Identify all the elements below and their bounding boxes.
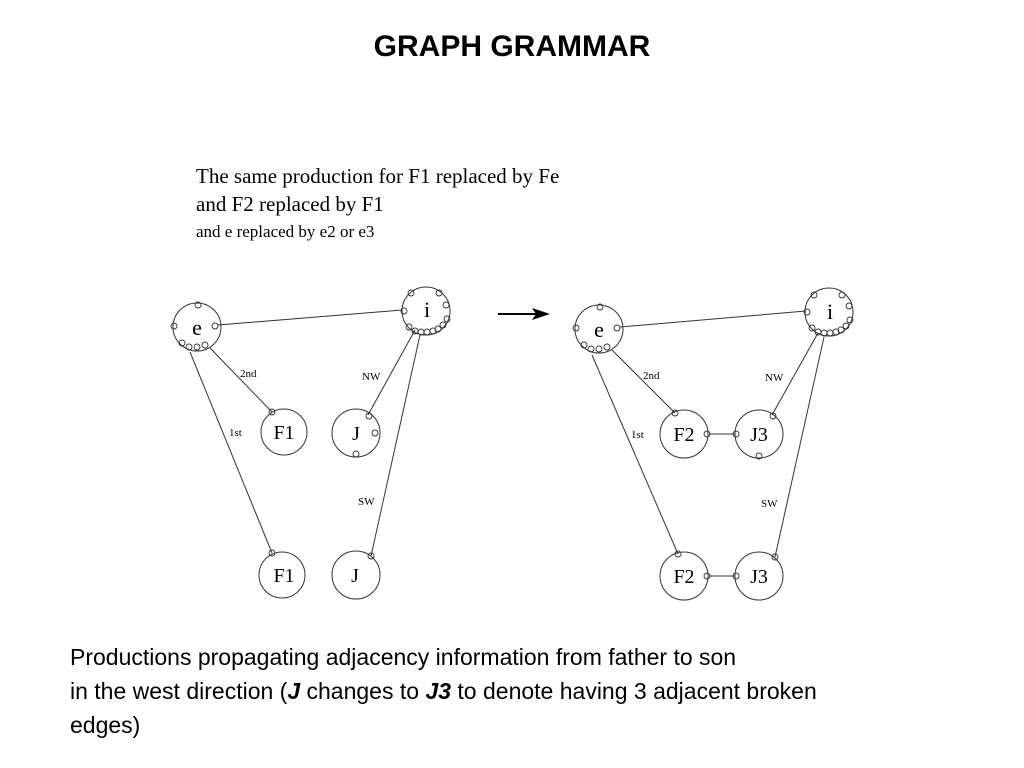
explanation-line-2: in the west direction (J changes to J3 t…	[70, 674, 1010, 708]
left-node-e-label: e	[192, 315, 202, 340]
right-graph	[572, 287, 854, 601]
caption-line-1: The same production for F1 replaced by F…	[196, 164, 560, 188]
right-node-j3-top-label: J3	[750, 424, 768, 446]
diagram-caption: The same production for F1 replaced by F…	[196, 162, 559, 246]
right-node-f2-top-label: F2	[673, 424, 694, 446]
explanation-text: Productions propagating adjacency inform…	[70, 640, 1010, 742]
left-node-e-circle	[172, 302, 222, 352]
production-arrow	[498, 308, 550, 320]
right-edge-e-f2-bottom	[591, 354, 679, 555]
right-edge-label-nw: NW	[765, 372, 784, 384]
right-node-f2-top-circle	[659, 409, 709, 459]
slide-title: GRAPH GRAMMAR	[373, 30, 651, 63]
left-graph	[170, 286, 451, 600]
right-node-i-label: i	[827, 299, 833, 324]
left-node-j-bottom-circle	[331, 550, 381, 600]
right-edge-label-sw: SW	[761, 498, 778, 510]
right-node-e-label: e	[594, 317, 604, 342]
left-ports	[170, 289, 451, 560]
left-edge-label-1st: 1st	[229, 427, 242, 439]
right-edge-label-1st: 1st	[631, 429, 644, 441]
graph-grammar-diagram: e i F1 J F1 J 2nd 1st NW SW	[170, 286, 854, 601]
left-edge-label-nw: NW	[362, 371, 381, 383]
explanation-j-term: J	[287, 678, 301, 704]
left-edge-i-j-bottom	[370, 334, 421, 557]
right-node-f2-bottom-label: F2	[673, 566, 694, 588]
left-node-i-label: i	[424, 297, 430, 322]
right-node-j3-top-circle	[734, 409, 784, 459]
right-edge-i-j3-bottom	[774, 336, 825, 558]
right-node-j3-bottom-label: J3	[750, 566, 768, 588]
right-node-e-circle	[574, 304, 624, 354]
left-node-f1-top-circle	[260, 408, 308, 456]
left-edge-e-i	[217, 309, 403, 326]
explanation-line-2-mid: changes to	[300, 678, 426, 704]
left-node-f1-top-label: F1	[273, 422, 294, 444]
caption-line-3: and e replaced by e2 or e3	[196, 222, 375, 241]
left-node-j-bottom-label: J	[351, 565, 359, 587]
left-edge-i-j-top	[367, 329, 416, 416]
left-edge-label-2nd: 2nd	[240, 368, 257, 380]
explanation-j3-term: J3	[425, 678, 452, 704]
right-edge-i-j3-top	[771, 332, 819, 416]
right-ports	[572, 291, 854, 580]
right-edge-e-i	[619, 310, 807, 328]
explanation-line-2-prefix: in the west direction (	[70, 678, 288, 704]
left-edge-e-f1-top	[209, 347, 273, 413]
left-graph-labels: e i F1 J F1 J 2nd 1st NW SW	[192, 297, 430, 587]
left-node-f1-bottom-label: F1	[273, 565, 294, 587]
caption-line-2: and F2 replaced by F1	[196, 192, 384, 216]
explanation-line-3: edges)	[70, 712, 141, 738]
right-node-j3-bottom-circle	[734, 551, 784, 601]
right-node-f2-bottom-circle	[659, 551, 709, 601]
left-edge-e-f1-bottom	[189, 351, 273, 554]
left-node-j-top-label: J	[352, 423, 360, 445]
right-graph-labels: e i F2 J3 F2 J3 2nd 1st NW SW	[594, 299, 833, 588]
left-edge-label-sw: SW	[358, 496, 375, 508]
left-node-f1-bottom-circle	[258, 551, 306, 599]
explanation-line-1: Productions propagating adjacency inform…	[70, 644, 737, 670]
explanation-line-2-suffix: to denote having 3 adjacent broken	[451, 678, 817, 704]
right-edge-e-f2-top	[611, 349, 676, 414]
right-edge-label-2nd: 2nd	[643, 370, 660, 382]
